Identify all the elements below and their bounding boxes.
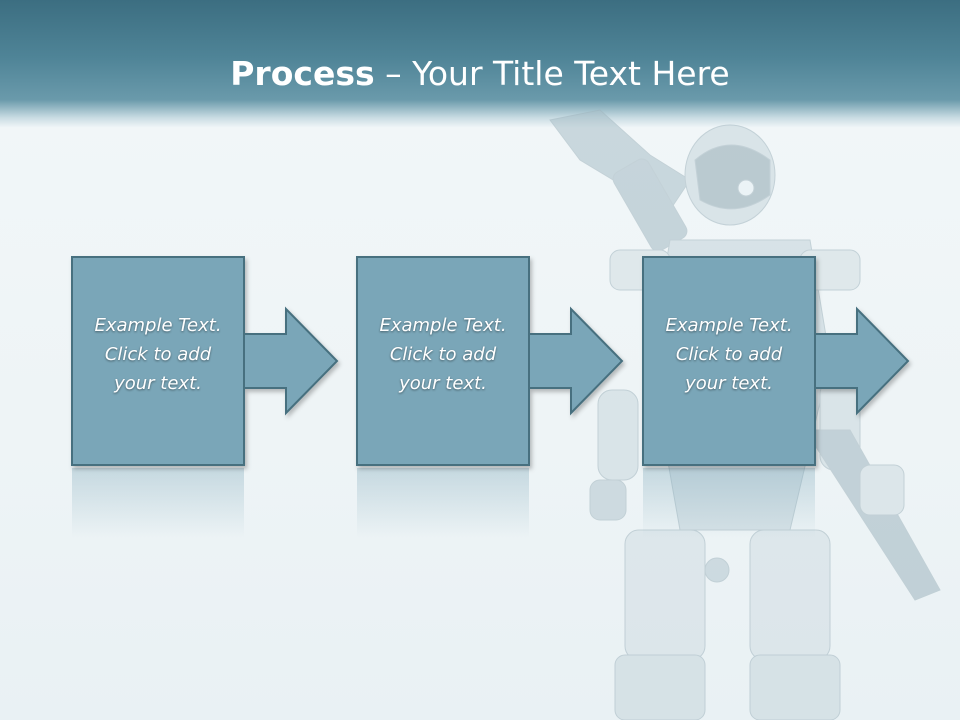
step-text-3[interactable]: Example Text. Click to add your text. (665, 315, 793, 394)
process-step-1[interactable] (71, 256, 339, 466)
box-reflection-1 (72, 468, 244, 538)
process-step-2[interactable] (356, 256, 624, 466)
arrow-right-icon (243, 306, 339, 416)
slide-title[interactable]: Process – Your Title Text Here (0, 52, 960, 96)
step-box-1 (71, 256, 245, 466)
title-bold: Process (230, 54, 375, 93)
arrow-right-icon (814, 306, 910, 416)
reflection-group (72, 468, 815, 538)
step-text-2[interactable]: Example Text. Click to add your text. (379, 315, 507, 394)
step-box-3 (642, 256, 816, 466)
title-rest: – Your Title Text Here (374, 54, 730, 93)
step-text-1[interactable]: Example Text. Click to add your text. (94, 315, 222, 394)
box-reflection-2 (357, 468, 529, 538)
box-reflection-3 (643, 468, 815, 538)
arrow-right-icon (528, 306, 624, 416)
step-box-2 (356, 256, 530, 466)
process-step-3[interactable] (642, 256, 910, 466)
title-banner (0, 0, 960, 128)
